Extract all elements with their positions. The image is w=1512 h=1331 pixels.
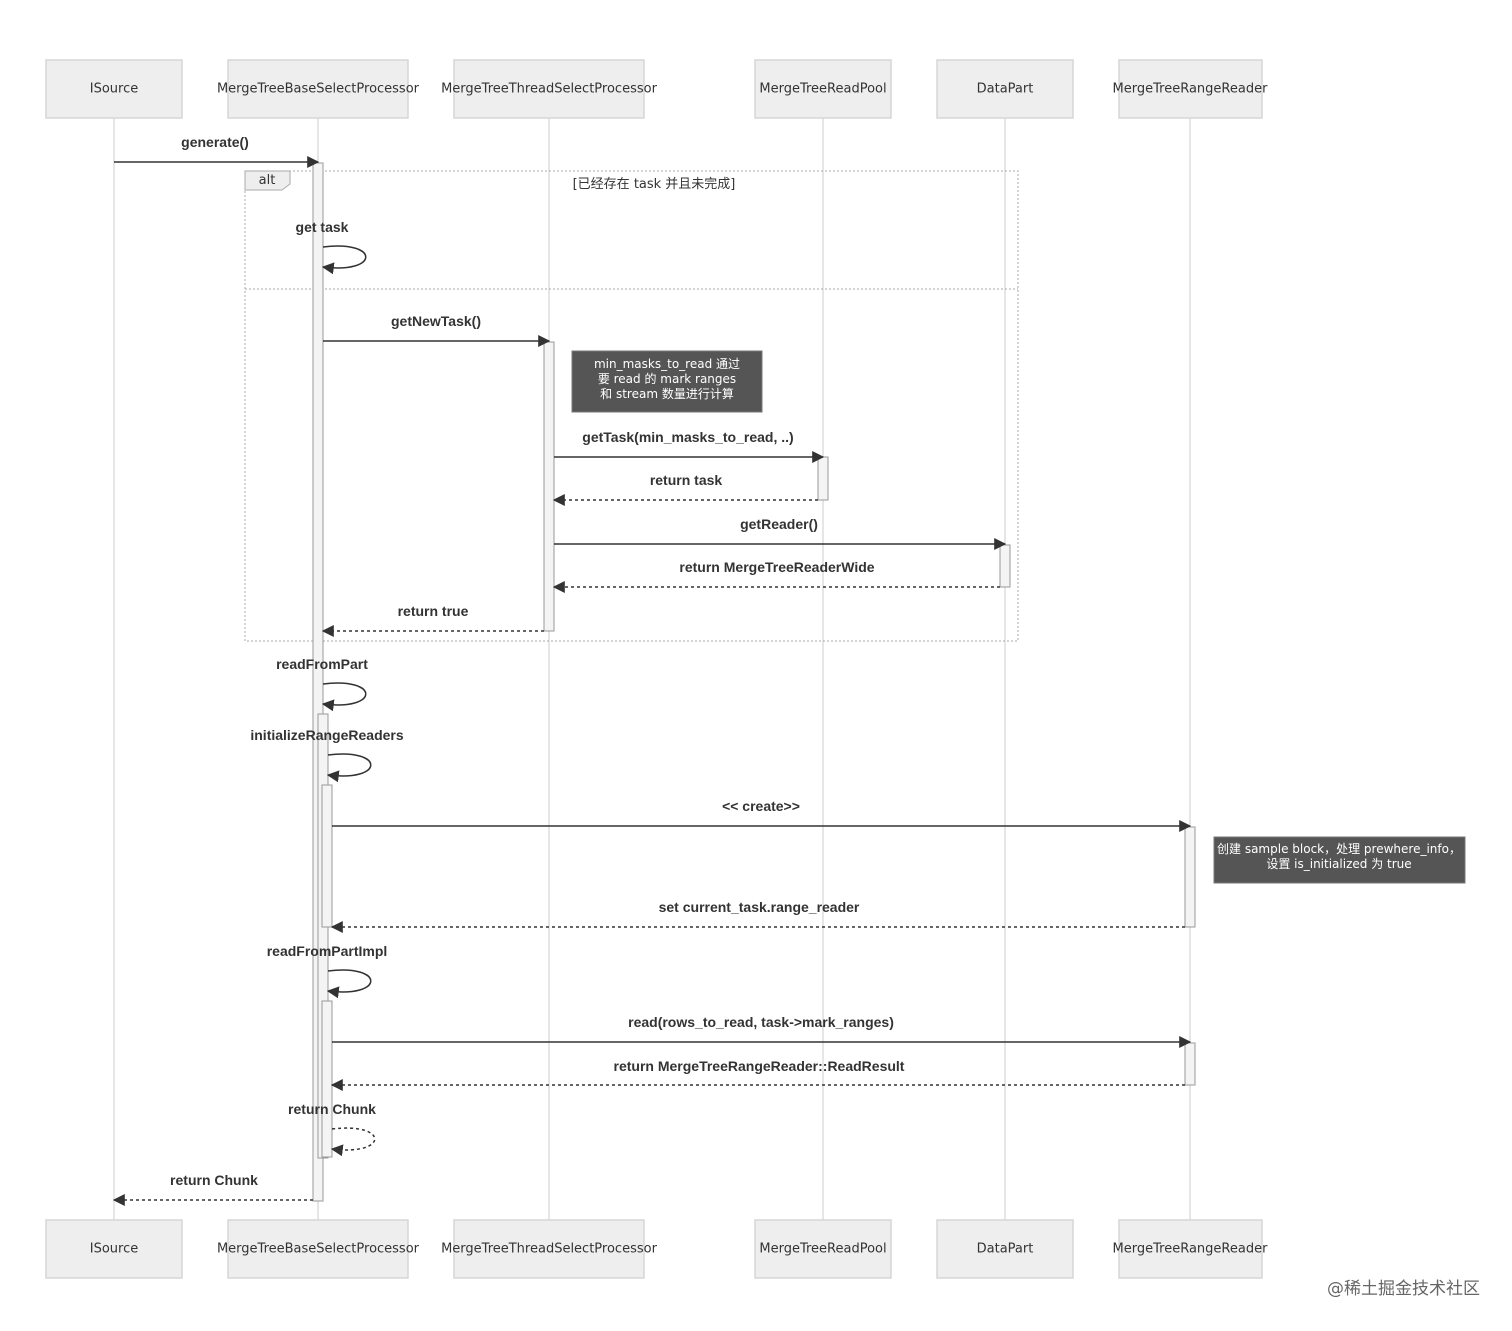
actor-box-range [1118, 59, 1263, 119]
note-line: 创建 sample block，处理 prewhere_info， [1217, 842, 1461, 856]
note-line: 和 stream 数量进行计算 [600, 386, 734, 401]
actor-box-pool [754, 1219, 892, 1279]
activation-range-read [1184, 1042, 1196, 1086]
watermark: @稀土掘金技术社区 [1327, 1279, 1480, 1299]
actor-label-isource: ISource [90, 1242, 138, 1257]
actor-label-thread: MergeTreeThreadSelectProcessor [441, 82, 657, 97]
message-label: get task [296, 219, 349, 235]
message-label: return MergeTreeRangeReader::ReadResult [614, 1058, 905, 1074]
message-arrow [330, 1127, 376, 1157]
actor-label-thread: MergeTreeThreadSelectProcessor [441, 1242, 657, 1257]
actor-box-thread [453, 59, 645, 119]
message-label: generate() [181, 134, 249, 150]
message-label: getReader() [740, 516, 818, 532]
message-label: readFromPartImpl [267, 943, 388, 959]
messages: generate() get task getNewTask() getTask… [112, 134, 1192, 1206]
activation-range-create [1184, 826, 1196, 928]
message-label: return task [650, 472, 723, 488]
actors-bottom: ISource MergeTreeBaseSelectProcessor Mer… [45, 1219, 1269, 1279]
message-label: readFromPart [276, 656, 368, 672]
message-arrow [321, 245, 367, 275]
note-min-masks: min_masks_to_read 通过 要 read 的 mark range… [571, 350, 763, 413]
actor-box-pool [754, 59, 892, 119]
alt-condition: [已经存在 task 并且未完成] [573, 177, 736, 192]
actor-box-base [227, 59, 409, 119]
activation-base-readfrompart [317, 713, 329, 1159]
activation-pool [817, 456, 829, 501]
note-line: 要 read 的 mark ranges [598, 371, 736, 386]
actor-box-base [227, 1219, 409, 1279]
message-label: read(rows_to_read, task->mark_ranges) [628, 1014, 894, 1030]
actor-label-base: MergeTreeBaseSelectProcessor [217, 82, 420, 97]
message-label: set current_task.range_reader [659, 899, 860, 915]
actor-box-isource [45, 1219, 183, 1279]
actor-box-datapart [936, 1219, 1074, 1279]
message-arrow [321, 682, 367, 712]
actor-label-range: MergeTreeRangeReader [1113, 1242, 1269, 1257]
actor-label-pool: MergeTreeReadPool [759, 1242, 886, 1257]
actor-label-isource: ISource [90, 82, 138, 97]
actor-label-pool: MergeTreeReadPool [759, 82, 886, 97]
alt-frame: alt [已经存在 task 并且未完成] [244, 170, 1019, 642]
actor-label-datapart: DataPart [977, 82, 1034, 97]
note-line: min_masks_to_read 通过 [594, 357, 740, 371]
actor-box-isource [45, 59, 183, 119]
note-create-sample: 创建 sample block，处理 prewhere_info， 设置 is_… [1213, 836, 1466, 884]
message-label: return true [398, 603, 469, 619]
activation-base-initialize [321, 784, 333, 928]
activation-thread [543, 341, 555, 632]
actor-label-range: MergeTreeRangeReader [1113, 82, 1269, 97]
message-arrow [326, 969, 372, 999]
message-label: getNewTask() [391, 313, 481, 329]
message-label: return Chunk [170, 1172, 258, 1188]
actors-top: ISource MergeTreeBaseSelectProcessor Mer… [45, 59, 1269, 119]
message-label: initializeRangeReaders [250, 727, 403, 743]
activation-datapart [999, 544, 1011, 588]
alt-tag-box [244, 170, 291, 191]
actor-box-datapart [936, 59, 1074, 119]
message-label: getTask(min_masks_to_read, ..) [582, 429, 793, 445]
actor-label-base: MergeTreeBaseSelectProcessor [217, 1242, 420, 1257]
note-line: 设置 is_initialized 为 true [1266, 857, 1411, 871]
actor-box-range [1118, 1219, 1263, 1279]
activations [312, 162, 1196, 1202]
message-label: return MergeTreeReaderWide [679, 559, 874, 575]
message-label: return Chunk [288, 1101, 376, 1117]
message-label: << create>> [722, 798, 800, 814]
message-arrow [326, 753, 372, 783]
alt-tag: alt [259, 173, 276, 188]
activation-base-readimpl [321, 1000, 333, 1158]
actor-label-datapart: DataPart [977, 1242, 1034, 1257]
actor-box-thread [453, 1219, 645, 1279]
